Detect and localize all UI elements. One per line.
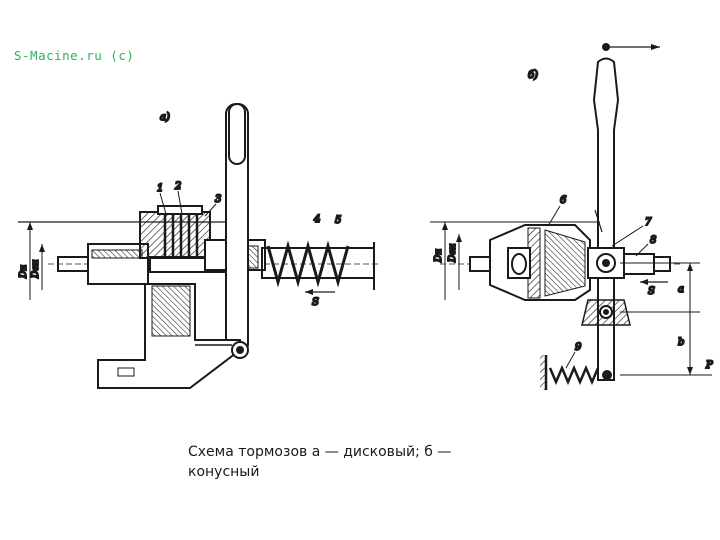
disc-brake-figure-a: а) Dн Dвн bbox=[18, 103, 380, 389]
site-watermark: S-Macine.ru (c) bbox=[14, 48, 135, 63]
part-6-label: 6 bbox=[560, 195, 567, 206]
part-8-label: 8 bbox=[650, 235, 656, 246]
part-1-label: 1 bbox=[157, 183, 163, 194]
part-5-label: 5 bbox=[335, 215, 341, 226]
figure-caption: Схема тормозов а — дисковый; б — конусны… bbox=[188, 444, 452, 480]
part-9-label: 9 bbox=[575, 342, 582, 353]
figure-a-dim-outer: Dн bbox=[19, 265, 29, 279]
figure-a-motion-label: S bbox=[312, 297, 319, 308]
figure-a-label: а) bbox=[160, 112, 170, 123]
figure-b-motion-label: S bbox=[648, 286, 655, 297]
part-4-label: 4 bbox=[313, 214, 320, 225]
figure-a-dim-inner: Dвн bbox=[31, 260, 41, 279]
figure-b-dim-b: b bbox=[678, 337, 684, 348]
part-7-label: 7 bbox=[645, 217, 652, 228]
figure-b-label: б) bbox=[528, 70, 538, 81]
figure-b-dim-inner: Dвн bbox=[448, 244, 458, 263]
figure-b-dim-a: a bbox=[678, 284, 684, 295]
figure-b-force-label: P bbox=[705, 360, 713, 371]
part-2-label: 2 bbox=[174, 181, 181, 192]
part-3-label: 3 bbox=[215, 194, 221, 205]
cone-brake-figure-b: б) Dн Dвн bbox=[430, 43, 714, 390]
figure-b-dim-outer: Dн bbox=[434, 249, 444, 263]
